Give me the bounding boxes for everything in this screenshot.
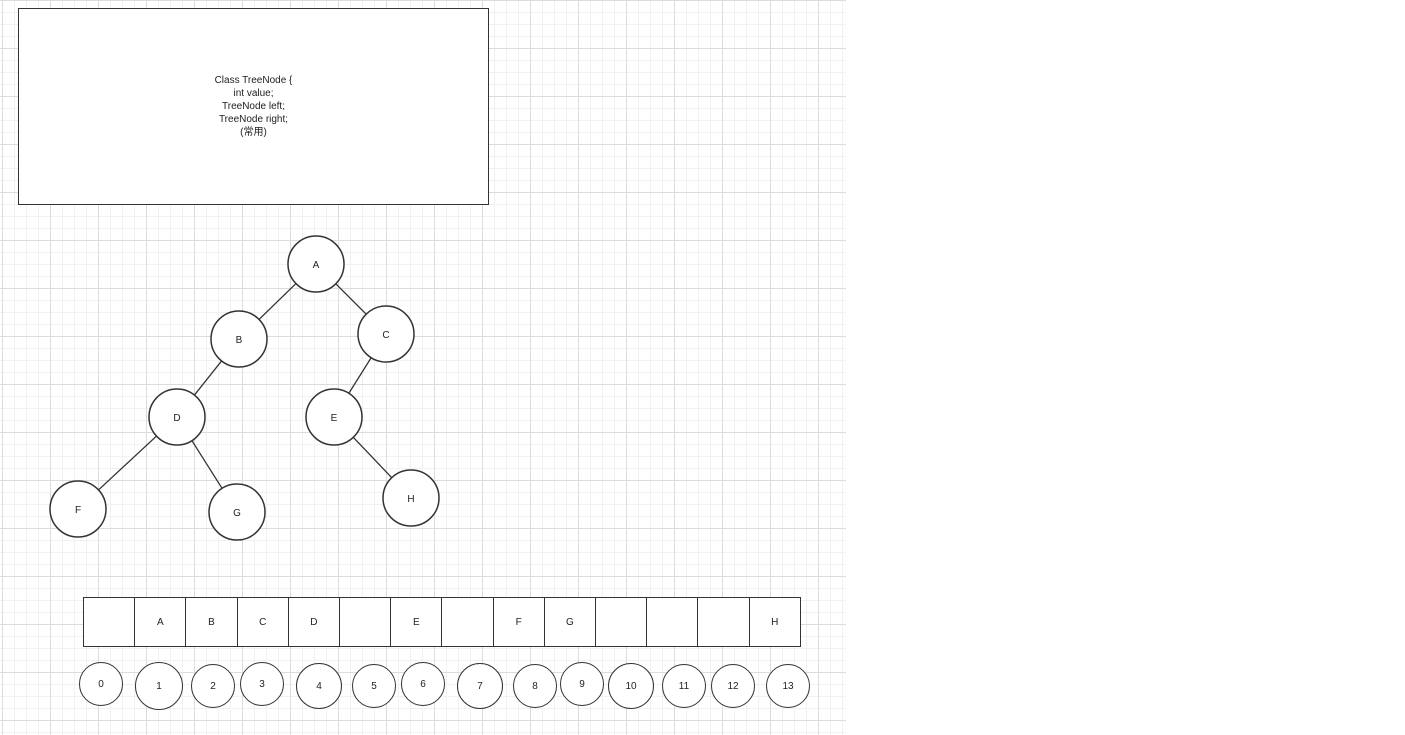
node-label: C: [382, 330, 389, 341]
node-circle: [305, 388, 363, 446]
index-circle[interactable]: 0: [79, 662, 123, 706]
array-cell[interactable]: [646, 597, 699, 647]
index-circle[interactable]: 1: [135, 662, 183, 710]
node-label: F: [75, 505, 81, 516]
index-circle[interactable]: 6: [401, 662, 445, 706]
node-circle: [357, 305, 415, 363]
array-cell[interactable]: F: [492, 597, 545, 647]
array-cell[interactable]: E: [390, 597, 443, 647]
edge-D-F: [98, 435, 157, 491]
node-label: E: [331, 413, 338, 424]
index-circle[interactable]: 13: [766, 664, 810, 708]
tree-node-E[interactable]: E: [305, 388, 363, 446]
node-circle: [49, 480, 107, 538]
index-circle[interactable]: 12: [711, 664, 755, 708]
array-cell[interactable]: A: [134, 597, 187, 647]
edge-B-D: [193, 360, 223, 396]
index-circle[interactable]: 2: [191, 664, 235, 708]
index-circle[interactable]: 9: [560, 662, 604, 706]
array-cell[interactable]: [595, 597, 648, 647]
node-label: G: [233, 508, 241, 519]
array-cell[interactable]: [339, 597, 392, 647]
array-cell[interactable]: B: [185, 597, 238, 647]
tree-node-H[interactable]: H: [382, 469, 440, 527]
class-line: TreeNode left;: [222, 101, 285, 112]
diagram-canvas: Class TreeNode { int value; TreeNode lef…: [0, 0, 846, 735]
array-cell[interactable]: [441, 597, 494, 647]
node-label: B: [236, 335, 243, 346]
array-cell[interactable]: D: [287, 597, 340, 647]
tree-nodes: A B C D E F G H: [49, 235, 440, 541]
class-line: int value;: [233, 88, 274, 99]
edge-E-H: [352, 436, 393, 479]
node-label: H: [407, 494, 414, 505]
tree-node-D[interactable]: D: [148, 388, 206, 446]
index-circle[interactable]: 3: [240, 662, 284, 706]
node-circle: [148, 388, 206, 446]
node-label: D: [173, 413, 180, 424]
node-circle: [210, 310, 268, 368]
array-cell[interactable]: C: [236, 597, 289, 647]
array-cell[interactable]: H: [748, 597, 801, 647]
index-circle[interactable]: 11: [662, 664, 706, 708]
edge-C-E: [348, 357, 372, 394]
node-circle: [287, 235, 345, 293]
class-line: (常用): [240, 127, 267, 138]
tree-node-G[interactable]: G: [208, 483, 266, 541]
edge-A-C: [335, 283, 367, 315]
tree-node-B[interactable]: B: [210, 310, 268, 368]
tree-node-F[interactable]: F: [49, 480, 107, 538]
array-cell[interactable]: G: [543, 597, 596, 647]
index-circle[interactable]: 5: [352, 664, 396, 708]
binary-tree: A B C D E F G H: [49, 235, 440, 541]
node-label: A: [313, 260, 320, 271]
edge-A-B: [258, 283, 297, 320]
index-circle[interactable]: 10: [608, 663, 654, 709]
edge-D-G: [191, 440, 223, 489]
tree-node-A[interactable]: A: [287, 235, 345, 293]
tree-edges: [98, 283, 393, 491]
class-line: TreeNode right;: [218, 114, 289, 125]
class-line: Class TreeNode {: [214, 75, 293, 86]
index-circle[interactable]: 4: [296, 663, 342, 709]
tree-node-C[interactable]: C: [357, 305, 415, 363]
treenode-class-box[interactable]: Class TreeNode { int value; TreeNode lef…: [18, 8, 489, 205]
index-circle[interactable]: 7: [457, 663, 503, 709]
node-circle: [382, 469, 440, 527]
node-circle: [208, 483, 266, 541]
index-circle[interactable]: 8: [513, 664, 557, 708]
array-cell[interactable]: [697, 597, 750, 647]
array-cell[interactable]: [83, 597, 136, 647]
